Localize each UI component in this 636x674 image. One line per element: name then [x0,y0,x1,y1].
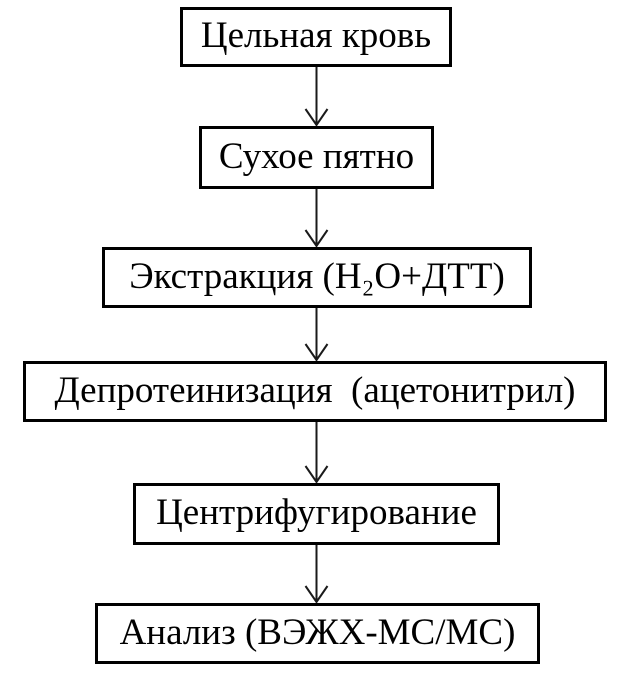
arrow-centrifugation-to-analysis [304,545,329,604]
node-analysis-label: Анализ (ВЭЖХ-МС/МС) [119,611,516,653]
node-extraction-label: Экстракция (Н₂О+ДТТ) [129,255,505,297]
arrow-dried-spot-to-extraction [304,189,329,248]
node-whole-blood: Цельная кровь [180,7,452,67]
arrow-whole-blood-to-dried-spot [304,67,329,127]
arrow-deproteinization-to-centrifugation [304,422,329,484]
node-whole-blood-label: Цельная кровь [200,15,432,56]
node-centrifugation-label: Центрифугирование [156,492,477,533]
node-centrifugation: Центрифугирование [133,483,500,545]
node-deproteinization: Депротеинизация (ацетонитрил) [23,361,607,422]
node-analysis: Анализ (ВЭЖХ-МС/МС) [95,603,540,664]
node-dried-spot: Сухое пятно [199,126,434,189]
arrow-extraction-to-deproteinization [304,308,329,362]
node-dried-spot-label: Сухое пятно [218,135,415,177]
node-deproteinization-label: Депротеинизация (ацетонитрил) [54,369,576,411]
node-extraction: Экстракция (Н₂О+ДТТ) [102,247,532,308]
